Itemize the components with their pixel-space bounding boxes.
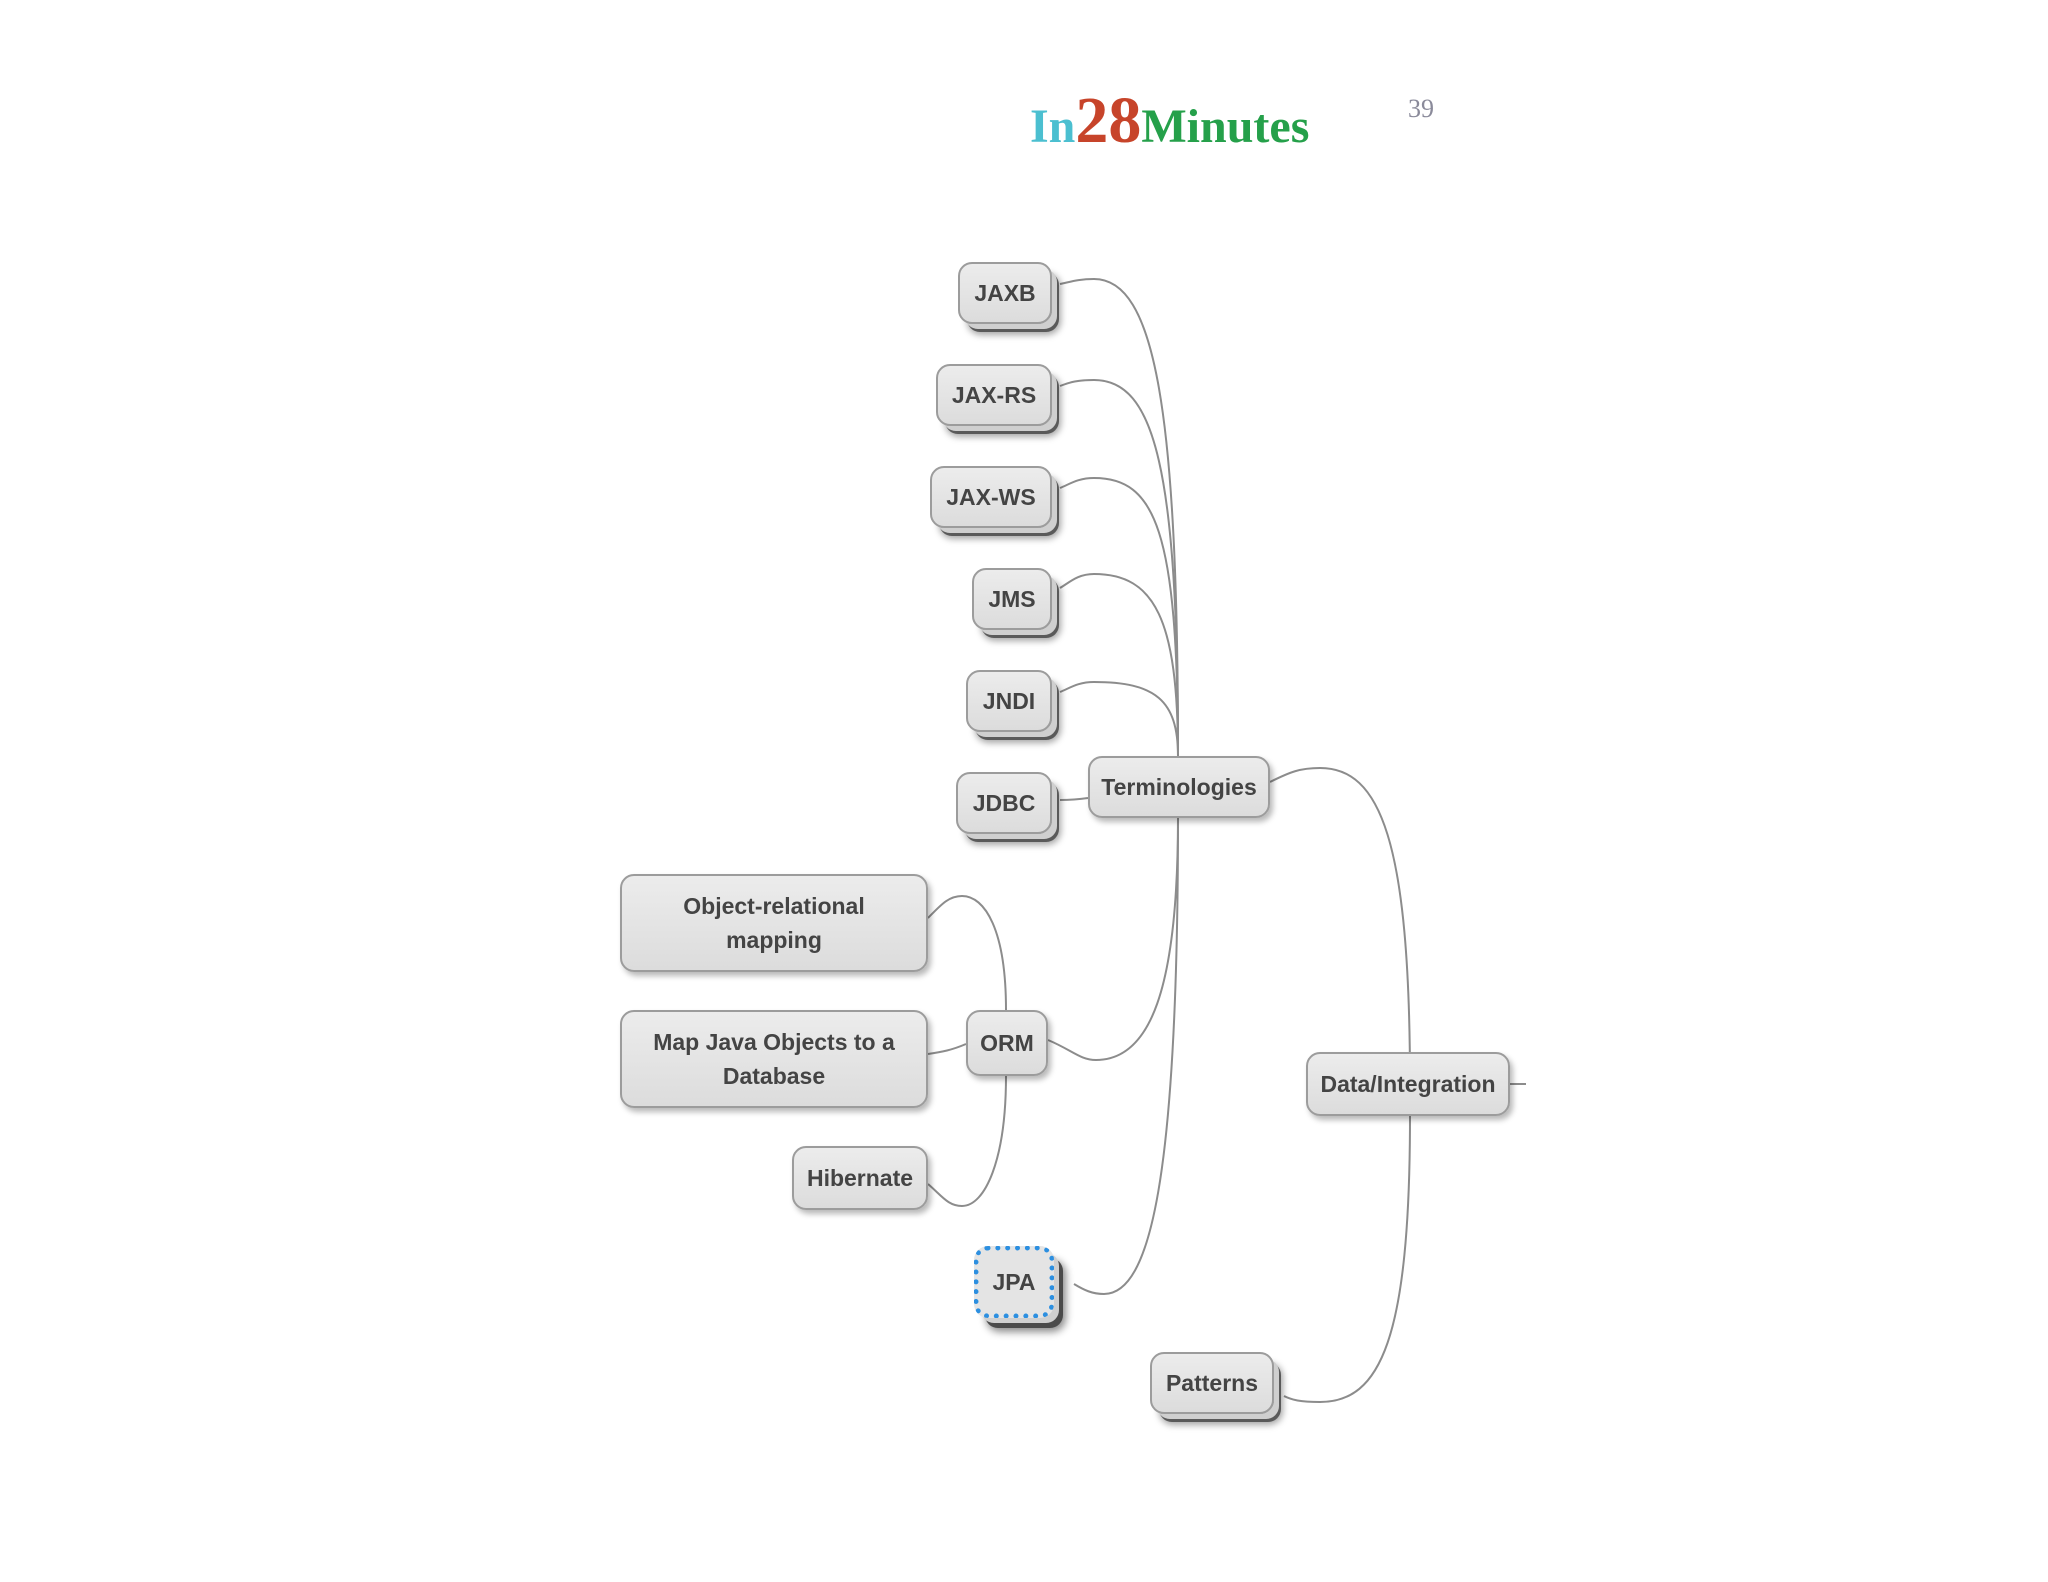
node-terminologies[interactable]: Terminologies [1088, 756, 1270, 818]
node-label: Map Java Objects to a Database [653, 1029, 895, 1089]
connector-terminologies-jaxb [1059, 277, 1179, 757]
node-label: JAX-RS [951, 382, 1037, 408]
node-jax-ws[interactable]: JAX-WS [930, 466, 1052, 528]
connector-data-integration-terminologies [1269, 766, 1411, 1085]
node-label: JMS [988, 586, 1036, 612]
node-jndi[interactable]: JNDI [966, 670, 1052, 732]
page-number: 39 [1408, 94, 1434, 123]
in28minutes-logo: In28Minutes [1030, 86, 1309, 156]
connector-orm-definition [927, 894, 1007, 1011]
node-jpa[interactable]: JPA [974, 1246, 1054, 1318]
node-jms[interactable]: JMS [972, 568, 1052, 630]
node-label: ORM [980, 1030, 1034, 1056]
logo-text-in: In [1030, 100, 1076, 153]
node-patterns[interactable]: Patterns [1150, 1352, 1274, 1414]
node-label: JDBC [972, 790, 1036, 816]
node-data-integration[interactable]: Data/Integration [1306, 1052, 1510, 1116]
connector-terminologies-jpa [1073, 817, 1179, 1296]
connector-orm-hibernate [927, 1075, 1007, 1208]
node-label: Patterns [1165, 1370, 1259, 1396]
node-label: Terminologies [1101, 774, 1257, 800]
connector-orm-description [927, 1043, 967, 1055]
connector-terminologies-jms [1059, 572, 1179, 757]
node-orm[interactable]: ORM [966, 1010, 1048, 1076]
node-jaxb[interactable]: JAXB [958, 262, 1052, 324]
node-label: JAX-WS [946, 484, 1036, 510]
connector-terminologies-jndi [1059, 680, 1179, 757]
node-orm-definition[interactable]: Object-relational mapping [620, 874, 928, 972]
connector-terminologies-orm [1047, 817, 1179, 1062]
logo-text-minutes: Minutes [1141, 100, 1310, 153]
logo-text-28: 28 [1075, 84, 1142, 157]
node-orm-description[interactable]: Map Java Objects to a Database [620, 1010, 928, 1108]
node-label: Object-relational mapping [683, 893, 865, 953]
connector-terminologies-jax-ws [1059, 476, 1179, 757]
node-label: JPA [992, 1269, 1036, 1295]
connector-terminologies-jax-rs [1059, 378, 1179, 757]
connector-data-integration-patterns [1283, 1115, 1411, 1404]
node-jdbc[interactable]: JDBC [956, 772, 1052, 834]
node-label: Hibernate [806, 1165, 914, 1191]
node-hibernate[interactable]: Hibernate [792, 1146, 928, 1210]
node-jax-rs[interactable]: JAX-RS [936, 364, 1052, 426]
node-label: Data/Integration [1320, 1071, 1496, 1097]
node-label: JNDI [982, 688, 1036, 714]
node-label: JAXB [974, 280, 1036, 306]
connector-terminologies-jdbc [1059, 797, 1089, 801]
